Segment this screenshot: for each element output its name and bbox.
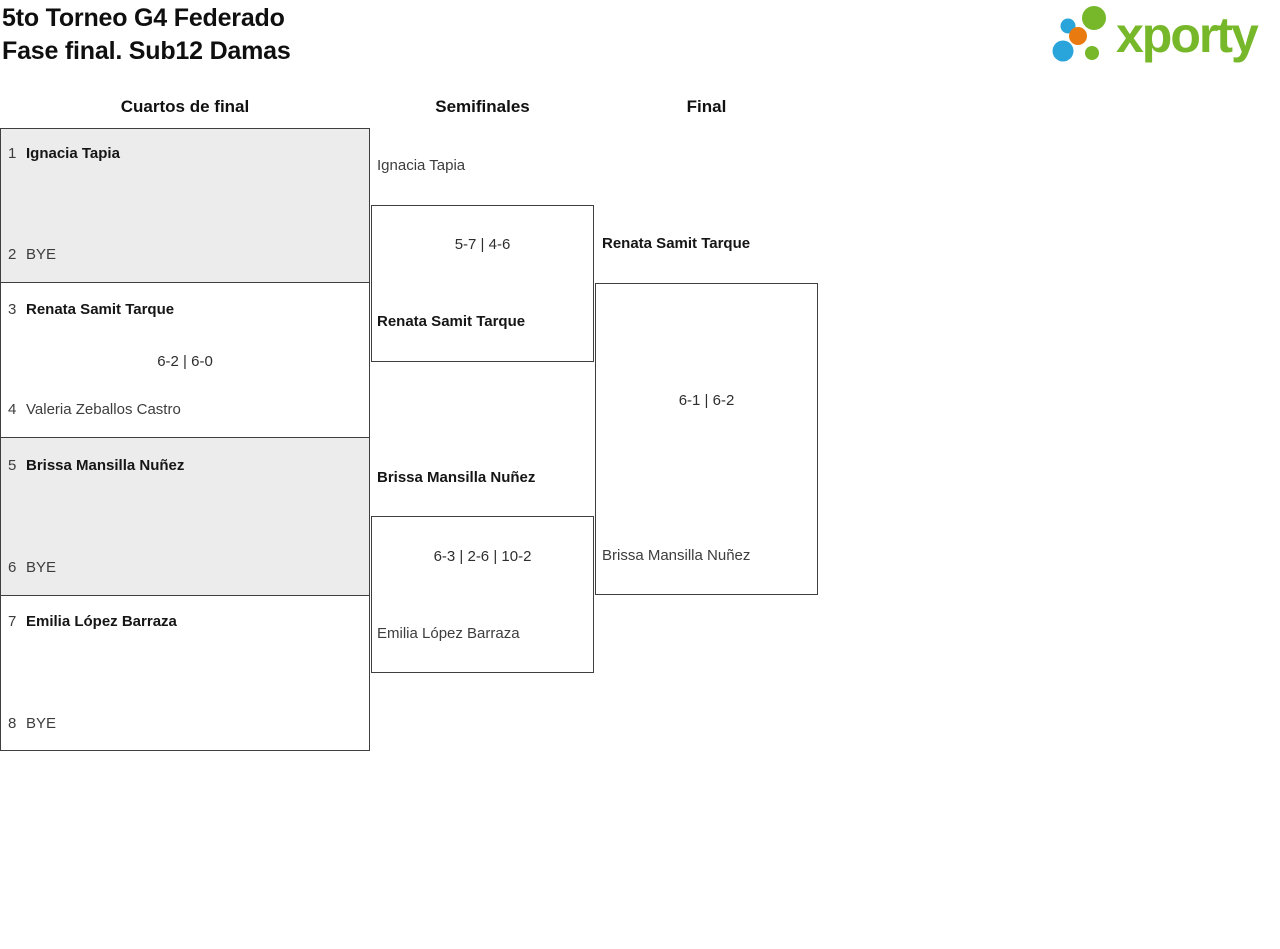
player-name: Valeria Zeballos Castro (26, 401, 181, 418)
qf2-player1-row: 3 Renata Samit Tarque (8, 301, 174, 319)
qf1-player2-row: 2 BYE (8, 246, 56, 264)
seed-number: 4 (8, 401, 17, 418)
match-box-qf2 (0, 282, 370, 438)
seed-number: 5 (8, 457, 17, 474)
tournament-name: 5to Torneo G4 Federado (2, 4, 285, 32)
qf3-player2-row: 6 BYE (8, 559, 56, 577)
qf2-score: 6-2 | 6-0 (157, 353, 213, 370)
qf3-player1-row: 5 Brissa Mansilla Nuñez (8, 457, 184, 475)
seed-number: 7 (8, 613, 17, 630)
round-header-final: Final (686, 97, 727, 116)
xporty-dots-icon (1052, 6, 1106, 62)
xporty-logo[interactable]: xporty (1048, 4, 1259, 66)
sf1-score: 5-7 | 4-6 (454, 236, 511, 253)
match-box-final (595, 283, 818, 595)
player-name: Brissa Mansilla Nuñez (26, 457, 185, 474)
seed-number: 6 (8, 559, 17, 576)
xporty-wordmark: xporty (1116, 7, 1259, 63)
seed-number: 3 (8, 301, 17, 318)
match-box-sf1 (371, 205, 594, 362)
final-score: 6-1 | 6-2 (678, 392, 735, 409)
final-player1: Renata Samit Tarque (602, 235, 751, 252)
player-name: BYE (26, 715, 57, 732)
qf4-player2-row: 8 BYE (8, 715, 56, 733)
qf4-player1-row: 7 Emilia López Barraza (8, 613, 177, 631)
match-box-qf1 (0, 128, 370, 283)
match-box-qf4 (0, 595, 370, 751)
player-name: Emilia López Barraza (26, 613, 177, 630)
sf1-player1: Ignacia Tapia (377, 157, 466, 174)
round-header-quarterfinals: Cuartos de final (120, 97, 250, 116)
sf1-player2: Renata Samit Tarque (377, 313, 526, 330)
final-player2: Brissa Mansilla Nuñez (602, 547, 751, 564)
player-name: BYE (26, 559, 57, 576)
sf2-score: 6-3 | 2-6 | 10-2 (433, 548, 532, 565)
player-name: BYE (26, 246, 57, 263)
match-box-sf2 (371, 516, 594, 673)
qf2-player2-row: 4 Valeria Zeballos Castro (8, 401, 181, 419)
sf2-player1: Brissa Mansilla Nuñez (377, 469, 536, 486)
seed-number: 8 (8, 715, 17, 732)
player-name: Ignacia Tapia (26, 145, 120, 162)
seed-number: 2 (8, 246, 17, 263)
page-title: 5to Torneo G4 Federado Fase final. Sub12… (2, 2, 291, 68)
player-name: Renata Samit Tarque (26, 301, 175, 318)
seed-number: 1 (8, 145, 17, 162)
tournament-phase: Fase final. Sub12 Damas (2, 37, 291, 65)
round-header-semifinals: Semifinales (435, 97, 530, 116)
match-box-qf3 (0, 437, 370, 596)
sf2-player2: Emilia López Barraza (377, 625, 520, 642)
qf1-player1-row: 1 Ignacia Tapia (8, 145, 120, 163)
